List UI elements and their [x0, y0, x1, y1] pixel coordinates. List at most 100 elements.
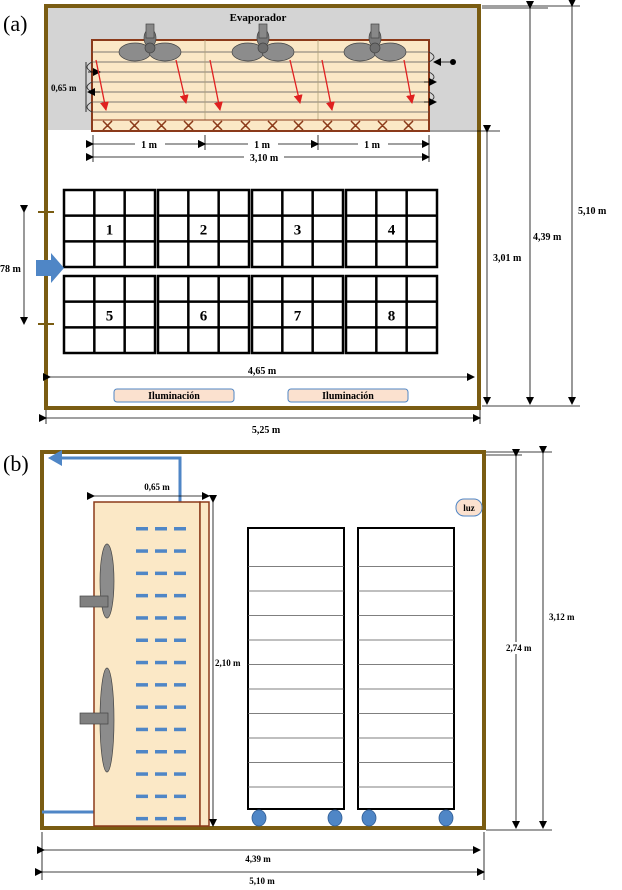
cell-number: 2: [200, 223, 208, 239]
storage-rack: [247, 527, 345, 810]
storage-rack: [357, 527, 455, 810]
storage-cell: 2: [156, 188, 251, 269]
coil-tube-dash: [174, 638, 186, 642]
coil-tube-dash: [155, 705, 167, 709]
panel-b: (b) 0,65 m 2,10 m: [3, 446, 579, 887]
storage-cell: 1: [62, 188, 157, 269]
outer-length-label: 5,10 m: [578, 206, 607, 217]
coil-tube-dash: [155, 683, 167, 687]
coil-tube-dash: [174, 816, 186, 821]
fan-icon: [79, 667, 115, 773]
evaporator-side-edge: [199, 501, 210, 827]
evaporator-depth-label: 0,65 m: [144, 482, 170, 492]
panel-a: (a) Evaporador: [0, 0, 614, 436]
air-return-line: [58, 456, 182, 502]
storage-cell: 7: [250, 274, 345, 355]
coil-tube-dash: [174, 549, 186, 553]
light-fixture: [455, 498, 483, 517]
coil-tube-dash: [174, 571, 186, 576]
storage-cell: 4: [344, 188, 439, 269]
storage-cells: 1 2 3 4 5 6 7 8: [62, 188, 439, 355]
coil-tube-dash: [136, 816, 148, 821]
refrigerant-inlet: [450, 59, 456, 65]
entry-arrow-icon: [36, 253, 64, 283]
outer-height-label: 3,12 m: [549, 612, 575, 622]
coil-tube-dash: [136, 705, 148, 709]
panel-a-label: (a): [3, 11, 27, 36]
coil-tube-dash: [136, 638, 148, 642]
coil-section-2-label: 1 m: [254, 140, 271, 151]
light-fixture: [287, 388, 409, 403]
right-dimensions: [430, 0, 580, 407]
inner-length-label: 4,39 m: [245, 854, 271, 864]
coil-tube-dash: [136, 727, 148, 732]
coil-tube-dash: [155, 549, 167, 553]
coil-length-label: 3,10 m: [250, 153, 279, 164]
coil-tube-dash: [174, 705, 186, 709]
coil-tube-dash: [155, 816, 167, 821]
outer-length-label: 5,10 m: [249, 876, 275, 886]
outer-width-label: 5,25 m: [252, 425, 281, 436]
storage-cell: 5: [62, 274, 157, 355]
light-label: Iluminación: [148, 391, 200, 402]
door-width-label: 78 m: [0, 264, 22, 275]
air-return-arrow-icon: [48, 450, 62, 466]
coil-tube-dash: [174, 660, 186, 665]
coil-tube-dash: [136, 571, 148, 576]
coil-tube-dash: [155, 660, 167, 665]
cell-number: 3: [294, 223, 302, 239]
coil-dashes: [136, 527, 186, 821]
coil-tube-dash: [174, 750, 186, 754]
door-dimension: [20, 205, 54, 325]
coil-tube-dash: [136, 772, 148, 776]
cell-number: 5: [106, 309, 114, 325]
coil-tube-dash: [155, 571, 167, 576]
coil-tube-dash: [155, 772, 167, 776]
coil-tube-dash: [136, 750, 148, 754]
light-label: Iluminación: [322, 391, 374, 402]
inner-length-label: 4,39 m: [533, 232, 562, 243]
airflow-arrows: [95, 59, 415, 111]
inner-height-label: 2,74 m: [506, 643, 532, 653]
coil-tube-dash: [136, 794, 148, 799]
fan-icon: [79, 543, 115, 619]
outer-width-dimension: [39, 410, 481, 424]
coil-tube-dash: [155, 638, 167, 642]
storage-cell: 3: [250, 188, 345, 269]
coil-height-label: 0,65 m: [51, 83, 77, 93]
evaporator-label: Evaporador: [230, 12, 287, 24]
coil-tube-dash: [136, 616, 148, 620]
cell-number: 4: [388, 223, 396, 239]
coil-tube-dash: [174, 593, 186, 598]
coil-tube-dash: [155, 616, 167, 620]
coil-tube-dash: [155, 727, 167, 732]
coil-tube-dash: [174, 616, 186, 620]
coil-tube-dash: [136, 683, 148, 687]
right-height-dimensions: [486, 446, 552, 831]
coil-tube-dash: [155, 750, 167, 754]
coil-tube-dash: [174, 527, 186, 531]
inner-width-label: 4,65 m: [248, 366, 277, 377]
evaporator-height-label: 2,10 m: [215, 658, 241, 668]
coil-tube-dash: [174, 794, 186, 799]
coil-bracing: [92, 119, 429, 131]
light-label: luz: [463, 503, 475, 513]
cell-number: 7: [294, 309, 302, 325]
coil-tube-dash: [136, 593, 148, 598]
coil-tube-dash: [155, 794, 167, 799]
cell-number: 6: [200, 309, 208, 325]
coil-tube-dash: [155, 593, 167, 598]
storage-cell: 8: [344, 274, 439, 355]
coil-tube-dash: [174, 683, 186, 687]
bottom-length-dimensions: [35, 832, 485, 880]
coil-tube-dash: [136, 660, 148, 665]
coil-section-3-label: 1 m: [364, 140, 381, 151]
coil-tube-dash: [136, 527, 148, 531]
panel-b-label: (b): [3, 451, 29, 476]
cell-number: 8: [388, 309, 396, 325]
coil-tube-dash: [174, 772, 186, 776]
cell-number: 1: [106, 223, 114, 239]
coil-tube-dash: [136, 549, 148, 553]
inner-depth-label: 3,01 m: [493, 253, 522, 264]
storage-cell: 6: [156, 274, 251, 355]
